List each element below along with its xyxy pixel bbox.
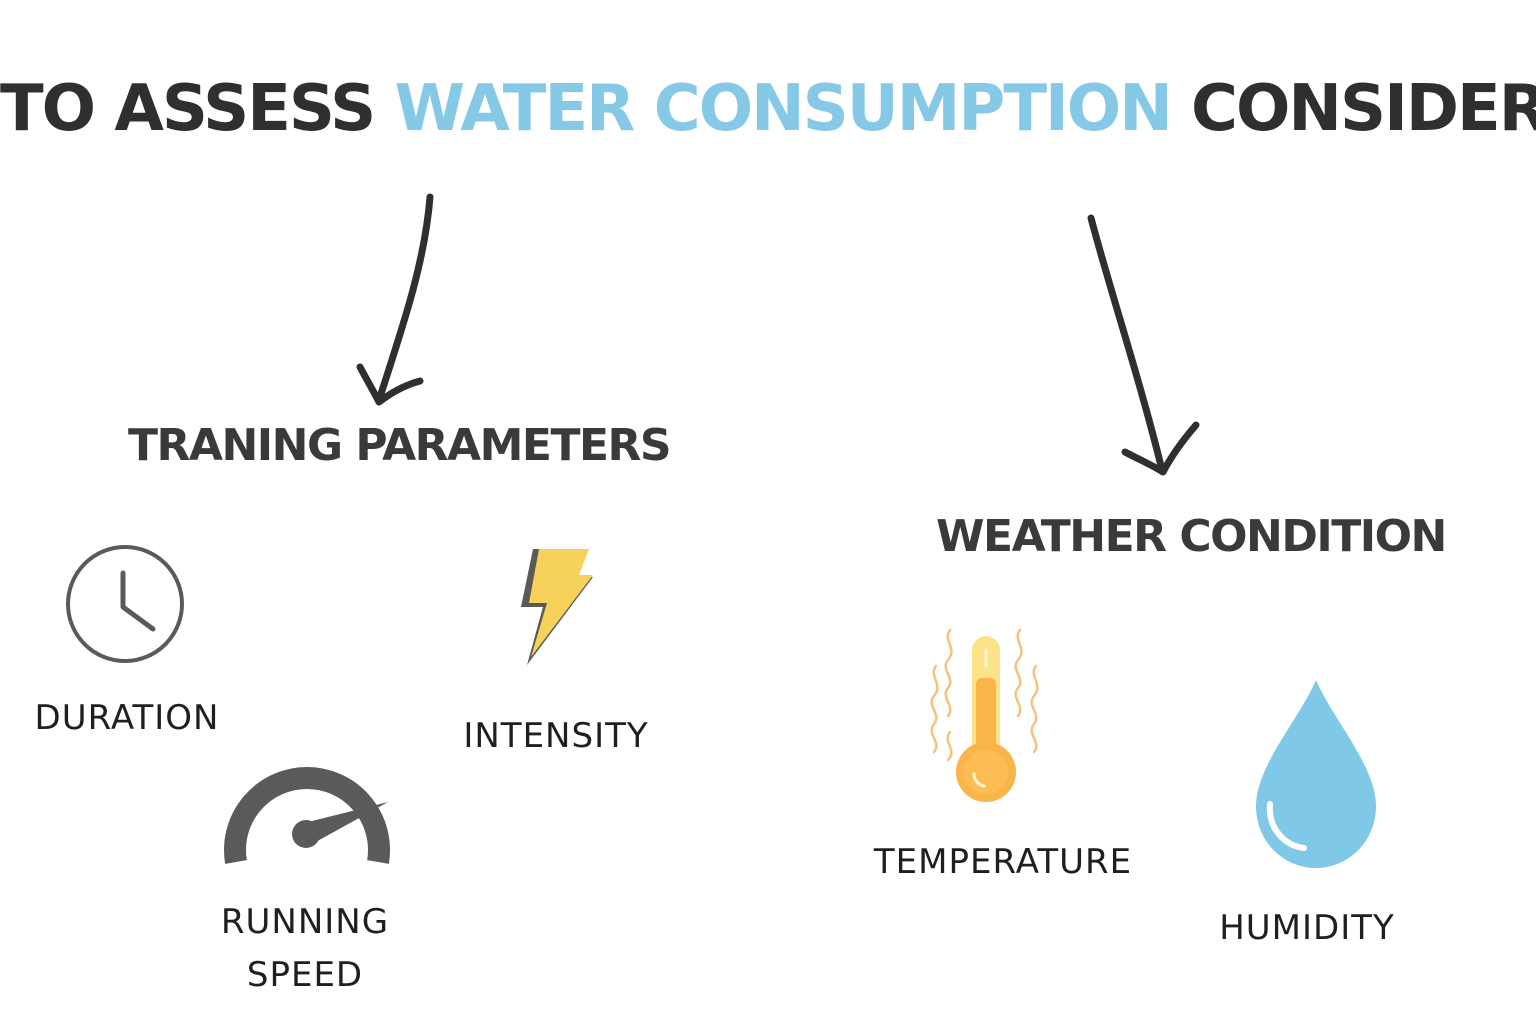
humidity-label: HUMIDITY — [1219, 908, 1395, 948]
running-speed-label-line1: RUNNING — [220, 902, 390, 942]
page-title: TO ASSESS WATER CONSUMPTION CONSIDER — [0, 72, 1536, 146]
training-parameters-heading: TRANING PARAMETERS — [128, 420, 672, 471]
title-highlight: WATER CONSUMPTION — [394, 72, 1173, 146]
duration-label: DURATION — [34, 698, 220, 738]
right-arrow — [1087, 214, 1200, 476]
left-arrow — [356, 193, 434, 406]
water-drop-icon — [1250, 678, 1382, 872]
lightning-bolt-icon — [515, 545, 597, 669]
temperature-label: TEMPERATURE — [873, 842, 1133, 882]
title-part2: CONSIDER — [1170, 72, 1536, 146]
title-part1: TO ASSESS — [0, 72, 395, 146]
weather-condition-heading: WEATHER CONDITION — [936, 511, 1447, 562]
clock-icon — [64, 543, 186, 665]
speedometer-icon — [222, 748, 392, 868]
intensity-label: INTENSITY — [463, 716, 649, 756]
running-speed-label-line2: SPEED — [246, 955, 364, 995]
thermometer-icon — [926, 622, 1046, 806]
